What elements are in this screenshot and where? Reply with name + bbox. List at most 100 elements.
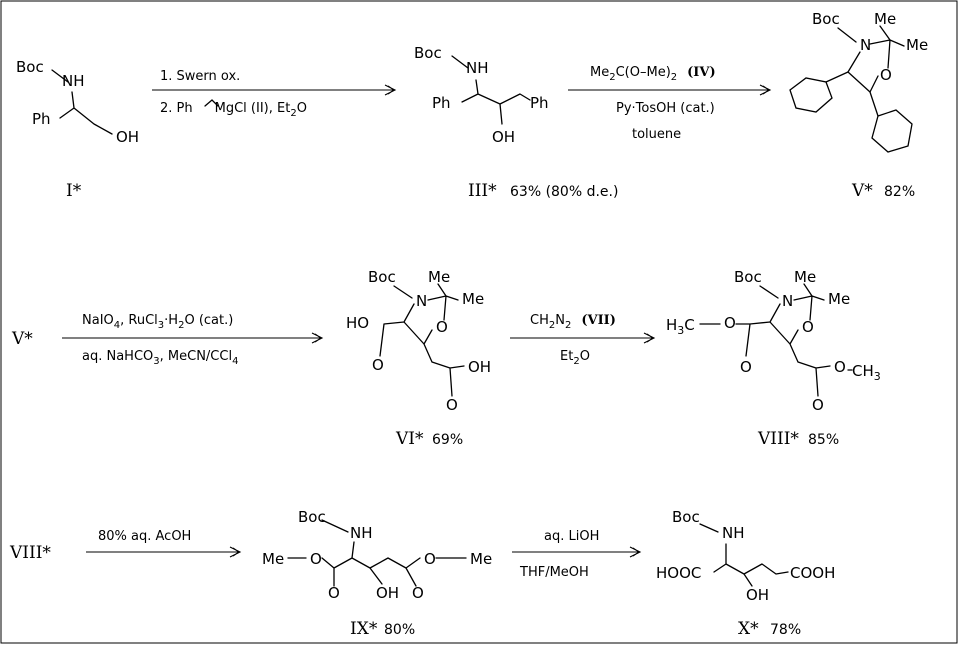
boc-text: Boc xyxy=(414,44,442,62)
nh-text: NH xyxy=(466,59,489,77)
reagent-o: O xyxy=(580,349,590,364)
o-ester1-text: O xyxy=(724,314,736,332)
compound-label: X* xyxy=(738,619,759,639)
compound-I: Boc NH Ph OH I* xyxy=(16,58,139,201)
reagent-bottom: Et2O xyxy=(560,349,590,367)
reagent-mg: MgCl (II), Et xyxy=(215,101,291,116)
o-text: O xyxy=(802,318,814,336)
reagent-top: aq. LiOH xyxy=(544,529,599,544)
cooh-text: COOH xyxy=(790,564,835,582)
boc-text: Boc xyxy=(734,268,762,286)
reagent-n: N xyxy=(555,313,565,328)
me2-text: Me xyxy=(906,36,928,54)
sub: 3 xyxy=(158,320,164,331)
h3c-text: H3C xyxy=(666,316,695,337)
ph-left-text: Ph xyxy=(432,94,451,112)
ch: CH xyxy=(852,362,874,380)
me1-text: Me xyxy=(874,10,896,28)
arrow-head xyxy=(311,332,324,344)
arrow-step4: CH2N2(VII) Et2O xyxy=(510,313,656,367)
o-ester2-text: O xyxy=(834,358,846,376)
o-carb2-text: O xyxy=(412,584,424,602)
yield-text: 82% xyxy=(884,184,915,200)
o-ester1-text: O xyxy=(310,550,322,568)
oh-text: OH xyxy=(376,584,399,602)
o-text: O xyxy=(880,66,892,84)
ph-right-text: Ph xyxy=(530,94,549,112)
o-carb2-text: O xyxy=(812,396,824,414)
bond-phenyl xyxy=(825,71,849,83)
boc-text: Boc xyxy=(298,508,326,526)
yield-text: 80% xyxy=(384,622,415,638)
boc-text: Boc xyxy=(16,58,44,76)
o-text: O xyxy=(436,318,448,336)
compound-label: VIII* xyxy=(757,429,799,449)
reagent-chain-bond xyxy=(204,99,219,107)
arrow-head xyxy=(643,332,656,344)
compound-X: Boc NH HOOC COOH OH X* 78% xyxy=(656,508,835,639)
arrow-step5: 80% aq. AcOH xyxy=(86,529,242,558)
reagent-bottom: aq. NaHCO3, MeCN/CCl4 xyxy=(82,349,238,367)
arrow-step3: NaIO4, RuCl3·H2O (cat.) aq. NaHCO3, MeCN… xyxy=(62,313,324,367)
reagent-cat: O (cat.) xyxy=(184,313,233,328)
reagent-c: C(O–Me) xyxy=(616,65,671,80)
reagent-top: Me2C(O–Me)2(IV) xyxy=(590,65,716,83)
hooc-text: HOOC xyxy=(656,564,701,582)
compound-label: III* xyxy=(468,181,497,201)
yield-text: 85% xyxy=(808,432,839,448)
start-label-VIII: VIII* xyxy=(9,543,51,563)
o-carb1-text: O xyxy=(740,358,752,376)
reagent-sub: 2 xyxy=(290,108,296,119)
ch3-text: CH3 xyxy=(852,362,881,383)
compound-III: Boc NH Ph Ph OH III* 63% (80% d.e.) xyxy=(414,44,618,201)
ho-text: HO xyxy=(346,314,369,332)
reagent-vii: (VII) xyxy=(581,313,616,328)
bond-lines xyxy=(379,283,465,397)
compound-label: I* xyxy=(66,181,82,201)
compound-VI: Boc Me Me N O HO O OH O VI* 69% xyxy=(346,268,491,449)
sub: 2 xyxy=(565,320,571,331)
sub: 3 xyxy=(677,324,684,337)
n-text: N xyxy=(416,292,427,310)
arrow-head xyxy=(759,84,772,96)
n-text: N xyxy=(782,292,793,310)
n-text: N xyxy=(860,36,871,54)
boc-text: Boc xyxy=(672,508,700,526)
sub: 2 xyxy=(178,320,184,331)
bond-lines xyxy=(287,519,467,587)
me-right-text: Me xyxy=(470,550,492,568)
me2-text: Me xyxy=(462,290,484,308)
reagent-et: Et xyxy=(560,349,573,364)
oh-text: OH xyxy=(746,586,769,604)
o-ester2-text: O xyxy=(424,550,436,568)
sub: 3 xyxy=(874,370,881,383)
reagent-bottom: THF/MeOH xyxy=(519,565,589,580)
phenyl-ring-left xyxy=(789,77,833,113)
compound-VIII: Boc Me Me N O H3C O O O CH3 O VIII* 85% xyxy=(666,268,881,449)
me-left-text: Me xyxy=(262,550,284,568)
ring-bonds xyxy=(837,25,905,93)
bond-lines xyxy=(451,55,531,125)
reagent-nahco: aq. NaHCO xyxy=(82,349,153,364)
reagent-h: ·H xyxy=(164,313,178,328)
me2-text: Me xyxy=(828,290,850,308)
reagent-top: CH2N2(VII) xyxy=(530,313,616,331)
arrow-head xyxy=(629,546,642,558)
start-label-V: V* xyxy=(11,329,33,349)
arrow-head xyxy=(229,546,242,558)
o-carb1-text: O xyxy=(328,584,340,602)
yield-text: 63% (80% d.e.) xyxy=(510,184,618,200)
bond-lines xyxy=(699,283,853,397)
phenyl-ring-bottom xyxy=(871,109,913,153)
sub: 2 xyxy=(609,72,615,83)
reagent-rucl: , RuCl xyxy=(120,313,158,328)
yield-text: 78% xyxy=(770,622,801,638)
sub: 4 xyxy=(114,320,120,331)
reagent-me: Me xyxy=(590,65,609,80)
me1-text: Me xyxy=(794,268,816,286)
o-carbonyl-text: O xyxy=(372,356,384,374)
